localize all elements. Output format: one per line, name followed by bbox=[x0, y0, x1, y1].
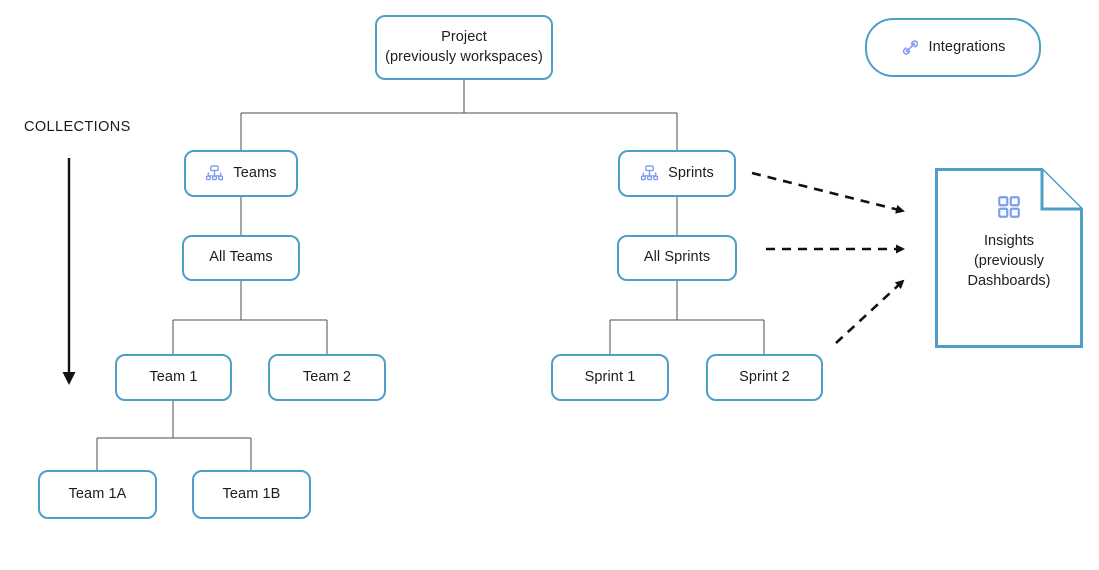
node-all-sprints-label: All Sprints bbox=[643, 249, 711, 266]
node-integrations-label: Integrations bbox=[928, 38, 1006, 55]
node-team-2[interactable]: Team 2 bbox=[268, 354, 386, 401]
node-integrations[interactable]: Integrations bbox=[865, 18, 1041, 77]
node-team-1b-label: Team 1B bbox=[222, 485, 281, 502]
node-sprint-2-label: Sprint 2 bbox=[739, 368, 790, 385]
node-team-2-label: Team 2 bbox=[302, 368, 352, 385]
node-all-sprints[interactable]: All Sprints bbox=[617, 235, 737, 281]
collections-arrow bbox=[62, 158, 76, 385]
node-all-teams-label: All Teams bbox=[209, 249, 273, 266]
node-all-teams[interactable]: All Teams bbox=[182, 235, 300, 281]
node-project-label: Project (previously workspaces) bbox=[385, 29, 543, 65]
node-sprint-2[interactable]: Sprint 2 bbox=[706, 354, 823, 401]
hierarchy-icon bbox=[205, 164, 224, 183]
node-sprints[interactable]: Sprints bbox=[618, 150, 736, 197]
node-team-1[interactable]: Team 1 bbox=[115, 354, 232, 401]
node-insights-label: Insights (previously Dashboards) bbox=[967, 233, 1051, 289]
node-teams[interactable]: Teams bbox=[184, 150, 298, 197]
link-icon bbox=[901, 38, 920, 57]
document-shape-icon bbox=[935, 168, 1083, 348]
collections-label: COLLECTIONS bbox=[24, 119, 131, 135]
node-team-1b[interactable]: Team 1B bbox=[192, 470, 311, 519]
node-team-1a[interactable]: Team 1A bbox=[38, 470, 157, 519]
node-team-1-label: Team 1 bbox=[149, 368, 198, 385]
hierarchy-icon bbox=[640, 164, 659, 183]
node-insights[interactable]: Insights (previously Dashboards) bbox=[935, 168, 1083, 348]
node-sprint-1-label: Sprint 1 bbox=[584, 368, 636, 385]
node-team-1a-label: Team 1A bbox=[68, 485, 127, 502]
node-sprint-1[interactable]: Sprint 1 bbox=[551, 354, 669, 401]
node-teams-label: Teams bbox=[233, 164, 277, 181]
node-project[interactable]: Project (previously workspaces) bbox=[375, 15, 553, 80]
node-sprints-label: Sprints bbox=[668, 164, 714, 181]
grid-dashboard-icon bbox=[996, 194, 1022, 220]
